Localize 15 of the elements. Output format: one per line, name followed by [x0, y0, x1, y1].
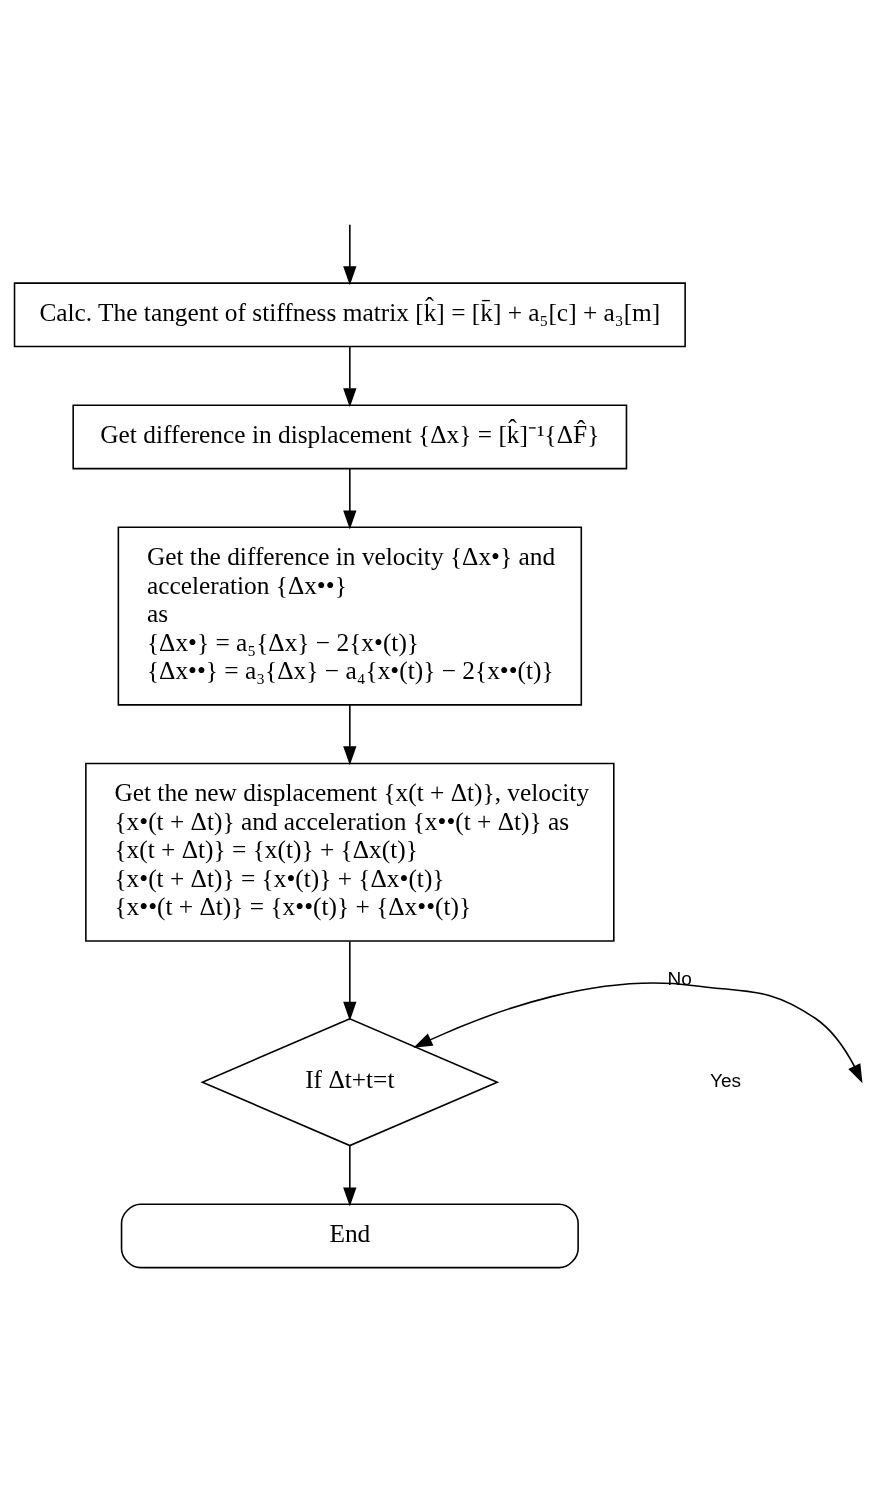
arrow — [343, 1144, 357, 1206]
arrow — [413, 981, 863, 1083]
arrow — [343, 940, 357, 1021]
edge-label: No — [667, 967, 692, 989]
arrow — [343, 703, 357, 765]
arrow — [343, 223, 357, 285]
node-box: Calc. The tangent of stiffness matrix [k̂] = [k̄] + a₅[c] + a₃[m] — [13, 281, 686, 347]
node-box: End — [120, 1202, 579, 1268]
arrow — [343, 467, 357, 530]
node-box: Get difference in displacement {Δx} = [k̂]⁻¹{ΔF̂} — [72, 403, 628, 469]
arrow — [343, 345, 357, 407]
node-box: Get the new displacement {x(t + Δt)}, velocity {x•(t + Δt)} and acceleration {x••(t + Δt)} as {x(t + Δt)} = {x(t)} + {Δx(t)} {x•(t + Δt)} = {x•(t)} + {Δx•(t)} {x••(t + Δt)} = {x••(t)} + {Δx••(t)} — [85, 762, 615, 942]
node-box: Get the difference in velocity {Δx•} and acceleration {Δx••} as {Δx•} = a₅{Δx} − 2{x•(t)} {Δx••} = a₃{Δx} − a₄{x•(t)} − 2{x••(t)} — [117, 526, 583, 706]
label: Yes — [710, 1069, 742, 1091]
node-diamond: If Δt+t=t — [200, 1017, 500, 1146]
